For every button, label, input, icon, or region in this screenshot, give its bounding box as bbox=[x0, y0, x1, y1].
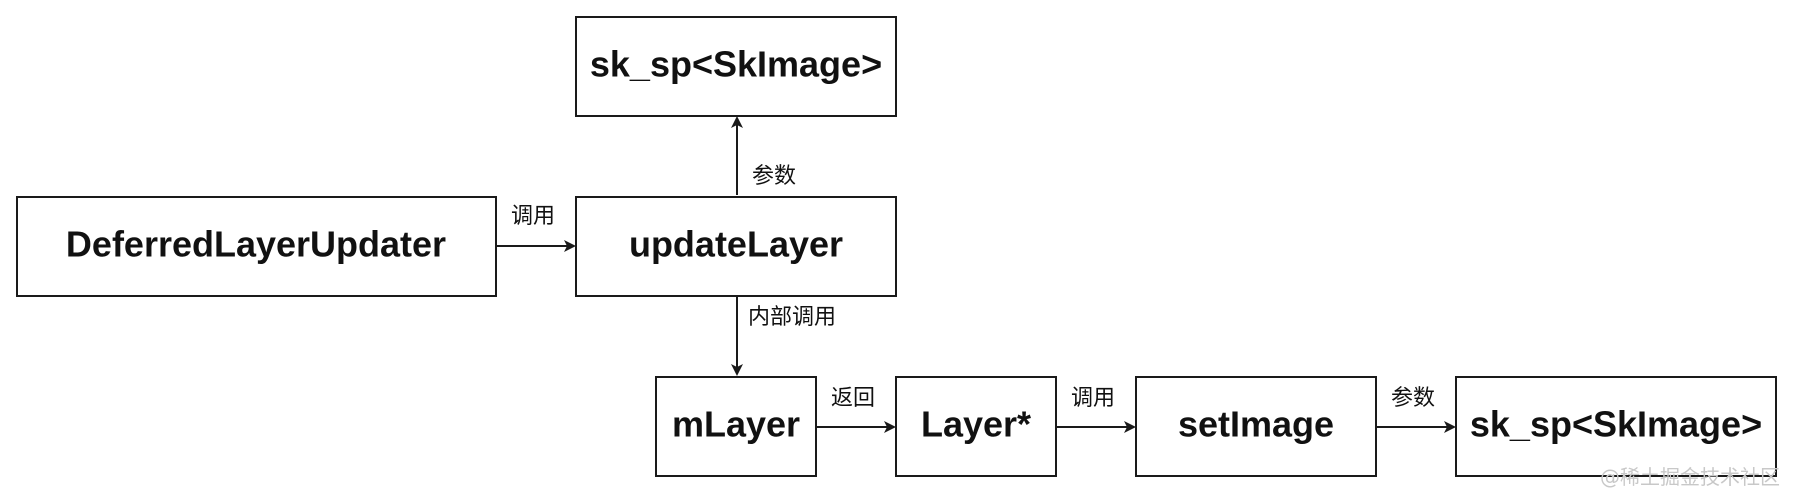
edge-label-call-bottom: 调用 bbox=[1071, 386, 1115, 411]
edge-label-param-top: 参数 bbox=[752, 164, 796, 189]
node-label-update-layer: updateLayer bbox=[629, 224, 843, 265]
node-label-layer-ptr: Layer* bbox=[921, 404, 1031, 445]
edge-label-internal-call: 内部调用 bbox=[748, 305, 836, 330]
node-label-deferred: DeferredLayerUpdater bbox=[66, 224, 446, 265]
node-label-set-image: setImage bbox=[1178, 404, 1334, 445]
edge-deferred-to-update: 调用 bbox=[497, 204, 576, 252]
edge-label-call-left: 调用 bbox=[511, 204, 555, 229]
node-update-layer: updateLayer bbox=[575, 196, 897, 297]
edge-update-to-skimage: 参数 bbox=[731, 116, 796, 195]
node-skimage-bottom: sk_sp<SkImage> bbox=[1455, 376, 1777, 477]
node-label-mlayer: mLayer bbox=[672, 404, 800, 445]
edge-label-param-bottom: 参数 bbox=[1391, 386, 1435, 411]
edge-layer-to-setimage: 调用 bbox=[1057, 386, 1136, 433]
node-deferred-layer-updater: DeferredLayerUpdater bbox=[16, 196, 497, 297]
node-skimage-top: sk_sp<SkImage> bbox=[575, 16, 897, 117]
edge-update-to-mlayer: 内部调用 bbox=[731, 297, 836, 376]
edge-mlayer-to-layer: 返回 bbox=[817, 386, 896, 433]
edge-label-return: 返回 bbox=[831, 386, 875, 411]
node-label-skimage-top: sk_sp<SkImage> bbox=[590, 44, 882, 85]
edge-setimage-to-skimage: 参数 bbox=[1377, 386, 1456, 433]
node-set-image: setImage bbox=[1135, 376, 1377, 477]
node-label-skimage-bottom: sk_sp<SkImage> bbox=[1470, 404, 1762, 445]
watermark-text: @稀土掘金技术社区 bbox=[1600, 465, 1780, 489]
node-mlayer: mLayer bbox=[655, 376, 817, 477]
node-layer-ptr: Layer* bbox=[895, 376, 1057, 477]
